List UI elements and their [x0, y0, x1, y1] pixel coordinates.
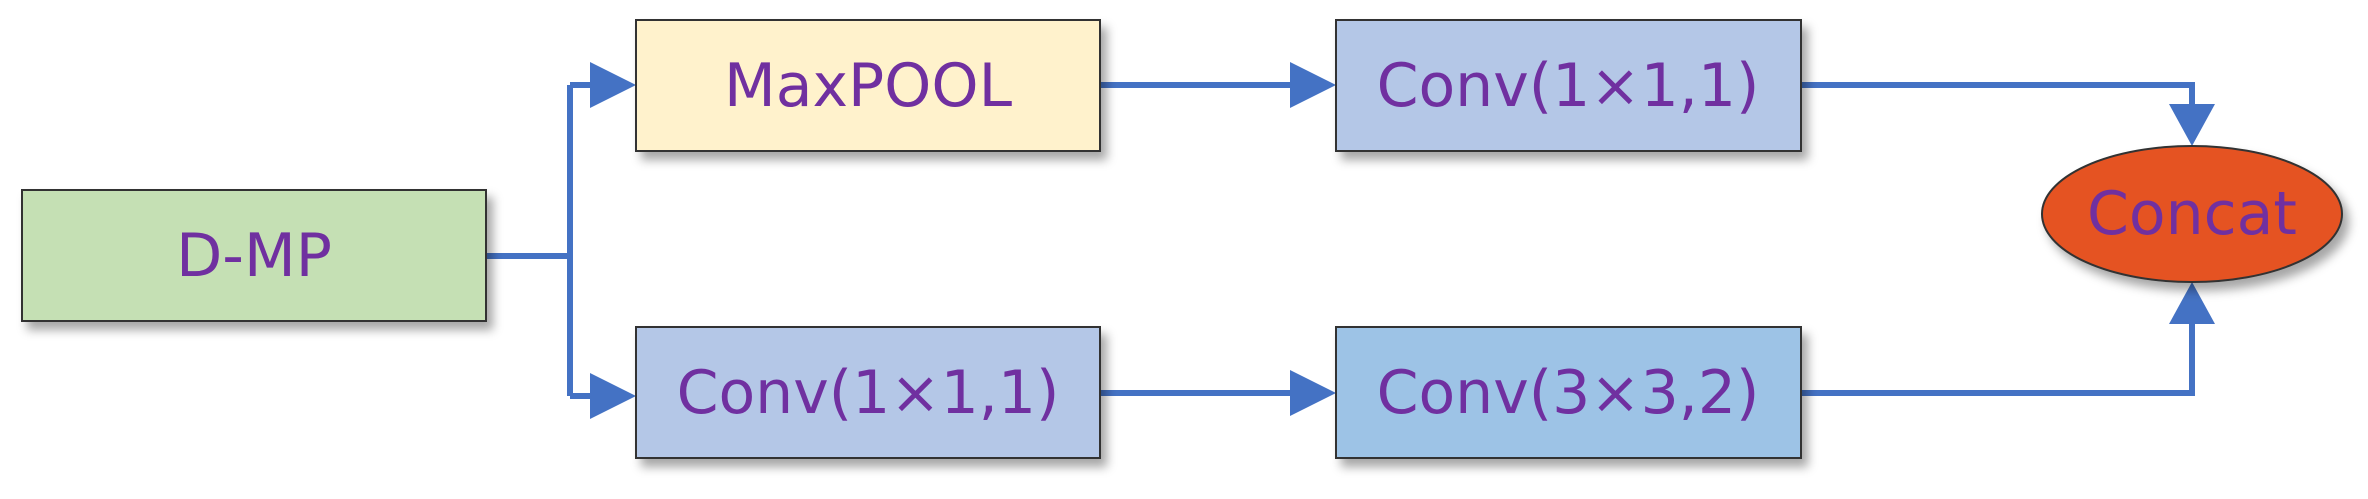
node-conv-top-label: Conv(1×1,1) — [1377, 51, 1760, 121]
node-concat-label: Concat — [2087, 179, 2297, 249]
arrowhead-to-maxpool — [590, 62, 636, 108]
edges-layer — [484, 62, 2215, 419]
nodes-layer: D-MP MaxPOOL Conv(1×1,1) Conv(1×1,1) Con… — [21, 19, 2343, 459]
node-dmp: D-MP — [21, 189, 487, 322]
node-maxpool: MaxPOOL — [635, 19, 1101, 152]
arrowhead-to-conv-top — [1290, 62, 1336, 108]
arrowhead-to-conv-bottom-left — [590, 373, 636, 419]
node-maxpool-label: MaxPOOL — [724, 51, 1013, 121]
node-concat: Concat — [2041, 145, 2343, 283]
node-conv-bottom-left-label: Conv(1×1,1) — [677, 358, 1060, 428]
arrowhead-into-concat-bottom — [2169, 282, 2215, 324]
node-conv-bottom-right-label: Conv(3×3,2) — [1377, 358, 1760, 428]
arrowhead-to-conv-bottom-right — [1290, 370, 1336, 416]
arrowhead-into-concat-top — [2169, 104, 2215, 146]
arrow-dmp-split — [484, 82, 592, 399]
arrow-conv-bottom-right-to-concat — [1800, 318, 2195, 396]
node-conv-bottom-left: Conv(1×1,1) — [635, 326, 1101, 459]
node-dmp-label: D-MP — [176, 221, 332, 291]
node-conv-top: Conv(1×1,1) — [1335, 19, 1802, 152]
node-conv-bottom-right: Conv(3×3,2) — [1335, 326, 1802, 459]
arrow-conv-top-to-concat — [1800, 82, 2195, 110]
